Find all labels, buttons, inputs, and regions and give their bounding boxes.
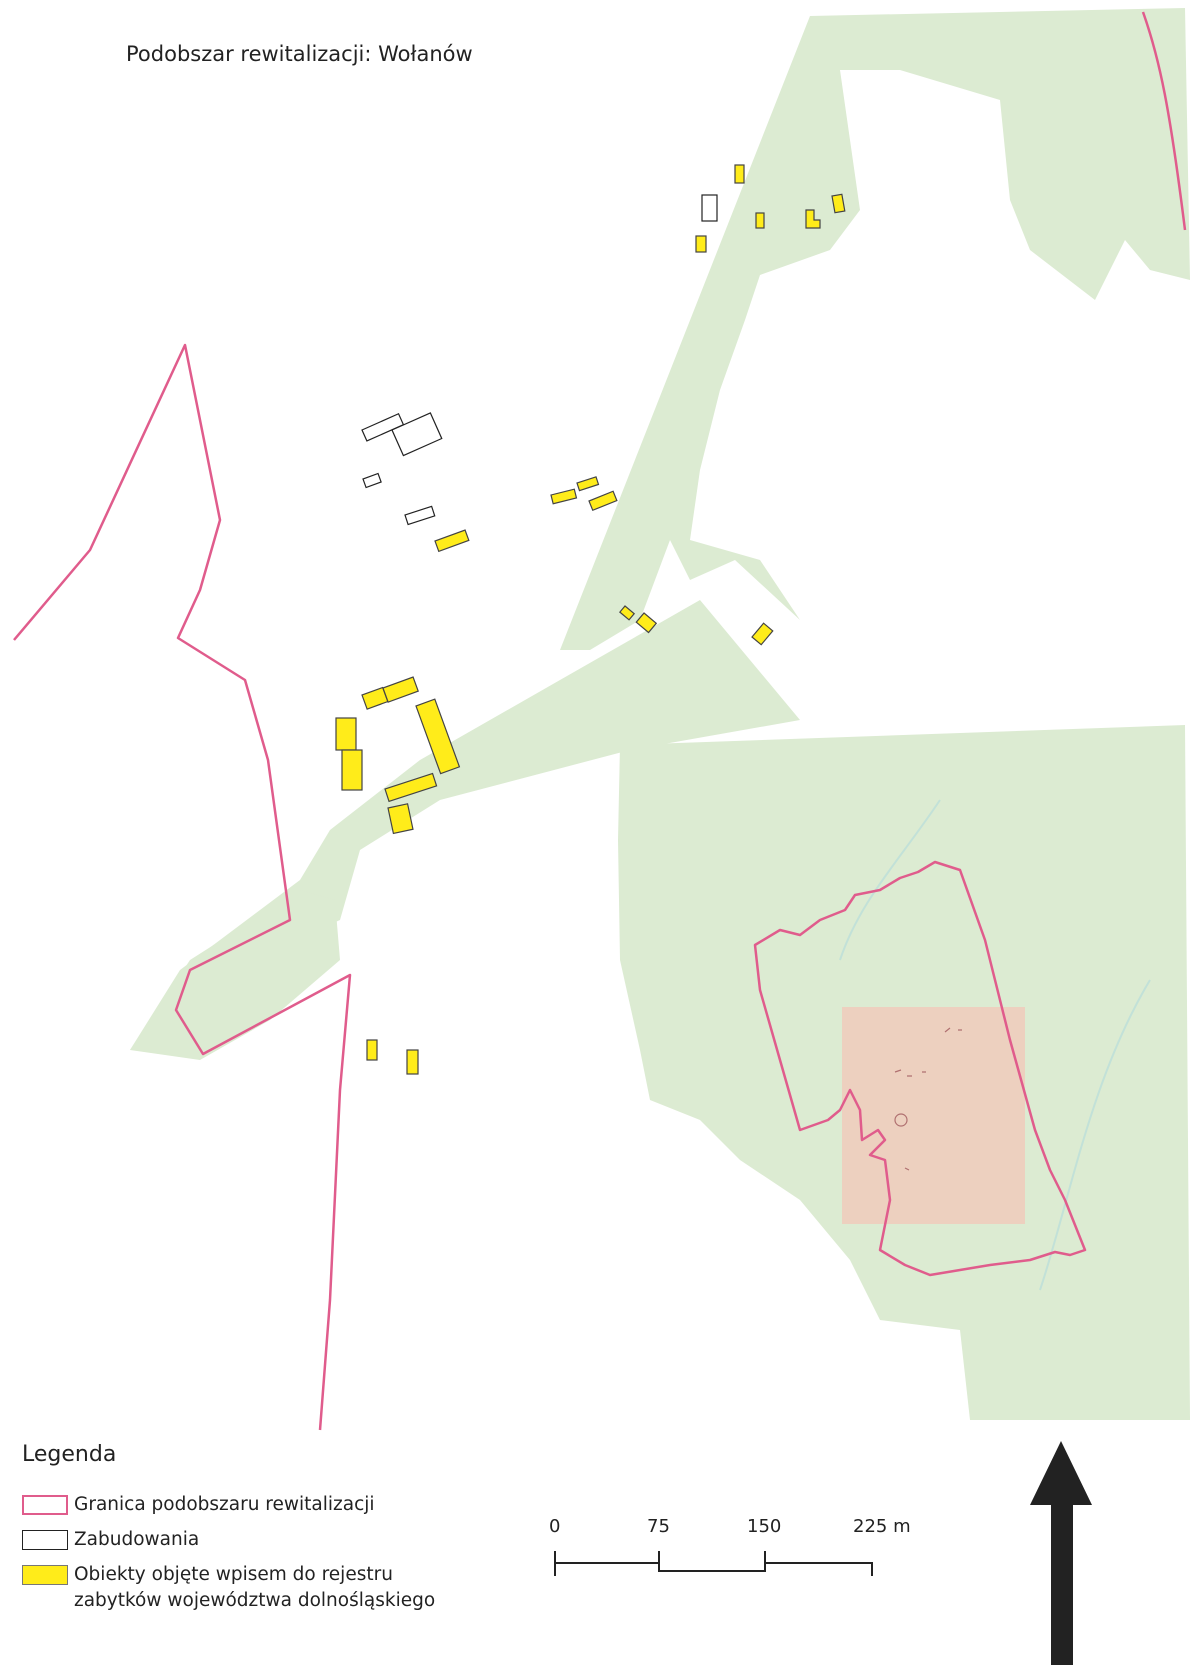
map-title: Podobszar rewitalizacji: Wołanów — [126, 42, 473, 66]
boundary-line-southeast — [753, 860, 1087, 1277]
legend-item-boundary: Granica podobszaru rewitalizacji — [22, 1492, 375, 1518]
monument — [335, 717, 357, 751]
boundary-line-northeast — [1141, 11, 1187, 231]
monument — [635, 612, 658, 634]
monument — [434, 529, 470, 553]
highlight-area — [842, 1007, 1025, 1224]
building — [404, 505, 436, 526]
scale-bar: 0 75 150 225 m — [549, 1516, 911, 1576]
scale-label-150: 150 — [747, 1516, 781, 1537]
mark — [894, 1113, 908, 1127]
building — [391, 412, 443, 457]
scale-bar-line — [554, 1551, 873, 1576]
monument — [406, 1049, 419, 1075]
monument — [415, 698, 461, 775]
monument — [831, 193, 846, 214]
boundary-swatch-icon — [22, 1495, 68, 1515]
monument — [695, 235, 707, 253]
north-arrow-icon — [1030, 1441, 1092, 1665]
scale-label-75: 75 — [647, 1516, 670, 1537]
mark — [894, 1069, 926, 1077]
legend-label: Granica podobszaru rewitalizacji — [74, 1494, 375, 1515]
monument — [734, 164, 745, 184]
scale-label-0: 0 — [549, 1516, 560, 1537]
building-swatch-icon — [22, 1530, 68, 1550]
building — [362, 472, 382, 489]
monument — [588, 490, 618, 512]
monument — [382, 676, 419, 703]
creek-line — [839, 799, 941, 961]
legend-item-buildings: Zabudowania — [22, 1527, 199, 1553]
monument — [576, 476, 600, 492]
scale-bar-ticks — [554, 1551, 766, 1576]
boundary-line-west — [13, 343, 352, 1431]
building — [361, 412, 405, 442]
small-marks — [894, 1027, 962, 1171]
monument — [755, 212, 765, 229]
scale-label-225: 225 m — [853, 1516, 911, 1537]
monument — [550, 488, 578, 505]
forest-areas — [130, 8, 1190, 1420]
buildings — [361, 194, 718, 526]
monument — [619, 605, 636, 621]
legend-label: Zabudowania — [74, 1529, 200, 1550]
mark — [944, 1027, 962, 1033]
forest-area-north — [560, 8, 1190, 650]
monument-swatch-icon — [22, 1565, 68, 1585]
legend-item-monuments: Obiekty objęte wpisem do rejestru zabytk… — [22, 1562, 435, 1614]
monument — [751, 622, 774, 646]
monuments — [335, 164, 846, 1075]
boundary-lines — [13, 11, 1187, 1431]
monument — [805, 209, 821, 229]
monument — [366, 1039, 378, 1061]
mark — [904, 1167, 910, 1171]
forest-area-southwest — [130, 890, 340, 1060]
legend-title: Legenda — [22, 1442, 117, 1467]
monument — [384, 772, 438, 803]
monument — [387, 803, 414, 835]
legend-label: Obiekty objęte wpisem do rejestru zabytk… — [74, 1564, 436, 1611]
monument — [341, 749, 363, 791]
building — [701, 194, 718, 222]
